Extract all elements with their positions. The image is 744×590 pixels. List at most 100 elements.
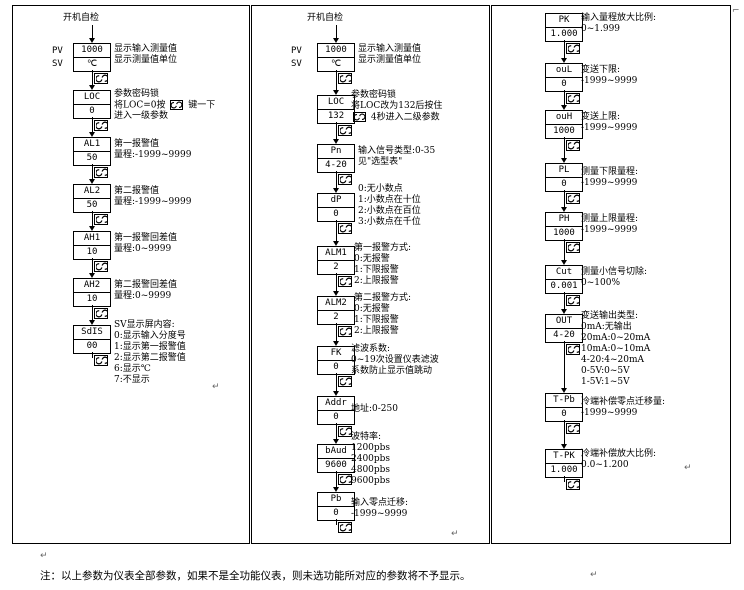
param-code: ALM2	[325, 298, 347, 308]
param-code: ALM1	[325, 248, 347, 258]
param-description: 第一报警回差值	[114, 233, 178, 243]
param-description: 1:下限报警	[354, 265, 399, 275]
cycle-key-icon	[338, 426, 352, 437]
param-description: 冷端补偿零点迁移量:	[581, 397, 666, 407]
param-description: -1999~9999	[351, 509, 408, 519]
param-value: 50	[74, 151, 110, 165]
param-description: 1:显示第一报警值	[114, 342, 186, 352]
param-description: 9600pbs	[351, 476, 391, 486]
cycle-key-icon	[338, 125, 352, 136]
param-code: AH2	[83, 280, 101, 290]
flow-arrowhead	[89, 132, 95, 137]
cycle-key-icon	[338, 73, 352, 84]
paragraph-mark: ↵	[40, 551, 48, 561]
flow-connector	[564, 341, 565, 389]
flow-connector	[92, 117, 93, 133]
param-code: Pn	[330, 146, 342, 156]
param-description: 0.0~1.200	[581, 460, 629, 470]
flow-connector	[92, 305, 93, 321]
param-description: 0~1.999	[581, 24, 621, 34]
cycle-key-icon	[94, 261, 108, 272]
param-description: 参数密码锁	[351, 90, 397, 100]
param-box-pv[interactable]: 1000℃	[73, 43, 111, 72]
param-description: 测量下限量程:	[581, 167, 639, 177]
flow-arrowhead	[89, 320, 95, 325]
param-code: AL1	[83, 139, 101, 149]
param-description: 4800pbs	[351, 465, 391, 475]
param-description: 2:显示第二报警值	[114, 353, 186, 363]
param-description: -1999~9999	[581, 178, 638, 188]
param-value: 1000	[546, 124, 582, 138]
param-code: ouL	[555, 65, 573, 75]
flow-connector	[336, 373, 337, 392]
param-description: 显示输入测量值	[358, 44, 422, 54]
param-description: 4-20:4~20mA	[581, 355, 645, 365]
flow-connector	[564, 292, 565, 310]
flow-arrowhead	[333, 38, 339, 43]
param-value: 0	[318, 360, 354, 374]
param-description: 变送输出类型:	[581, 311, 639, 321]
paragraph-mark: ↵	[684, 463, 692, 473]
cycle-key-icon	[353, 112, 366, 122]
param-value: 1.000	[546, 27, 582, 41]
cycle-key-icon	[94, 308, 108, 319]
param-value: 0	[546, 177, 582, 191]
cycle-key-icon	[566, 295, 580, 306]
param-description: 0:无小数点	[358, 184, 403, 194]
flow-connector	[336, 423, 337, 440]
param-description: 第二报警方式:	[354, 293, 412, 303]
cycle-key-icon	[338, 326, 352, 337]
cycle-key-icon	[566, 193, 580, 204]
flow-connector	[564, 137, 565, 159]
param-box-pv2[interactable]: 1000℃	[317, 43, 355, 72]
param-description: 3:小数点在千位	[358, 217, 421, 227]
param-code: OUT	[555, 316, 573, 326]
param-description: 0:无报警	[354, 254, 390, 264]
flow-connector	[564, 420, 565, 445]
param-description: 地址:0-250	[351, 404, 398, 414]
param-code: 1000	[325, 45, 347, 55]
flow-connector	[92, 258, 93, 274]
param-description: 0:显示输入分度号	[114, 331, 186, 341]
param-code: Cut	[555, 267, 573, 277]
param-value: 1000	[546, 226, 582, 240]
param-description: 0~100%	[581, 278, 620, 288]
cycle-key-icon	[94, 73, 108, 84]
param-description: 将LOC=0按 键一下	[114, 100, 215, 112]
start-connector	[92, 25, 93, 39]
param-description: 4秒进入二级参数	[351, 112, 440, 124]
param-value: 1.000	[546, 463, 582, 477]
flow-arrowhead	[89, 179, 95, 184]
flow-arrowhead	[561, 260, 567, 265]
cycle-key-icon	[566, 423, 580, 434]
flow-connector	[92, 164, 93, 180]
param-value: 0.001	[546, 279, 582, 293]
param-box-cut[interactable]: Cut 0.001	[545, 265, 583, 294]
cycle-key-icon	[94, 355, 108, 366]
param-value: 10	[74, 292, 110, 306]
flow-connector	[336, 70, 337, 91]
